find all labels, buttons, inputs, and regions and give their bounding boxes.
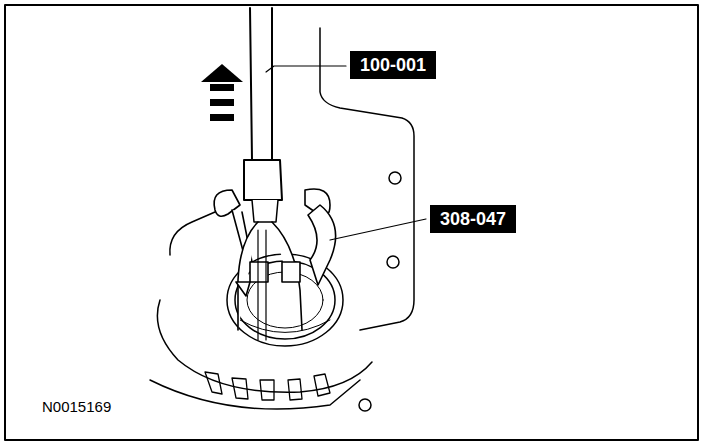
housing xyxy=(150,28,414,411)
tool-number: 100-001 xyxy=(350,51,436,79)
gear-teeth xyxy=(205,372,330,400)
tool-number: 308-047 xyxy=(430,205,516,233)
figure-number: N0015169 xyxy=(40,398,113,415)
leader-lines xyxy=(266,66,426,240)
pull-arrow xyxy=(201,64,243,121)
frame xyxy=(5,5,698,440)
puller xyxy=(214,189,336,340)
slide-hammer xyxy=(244,8,282,222)
